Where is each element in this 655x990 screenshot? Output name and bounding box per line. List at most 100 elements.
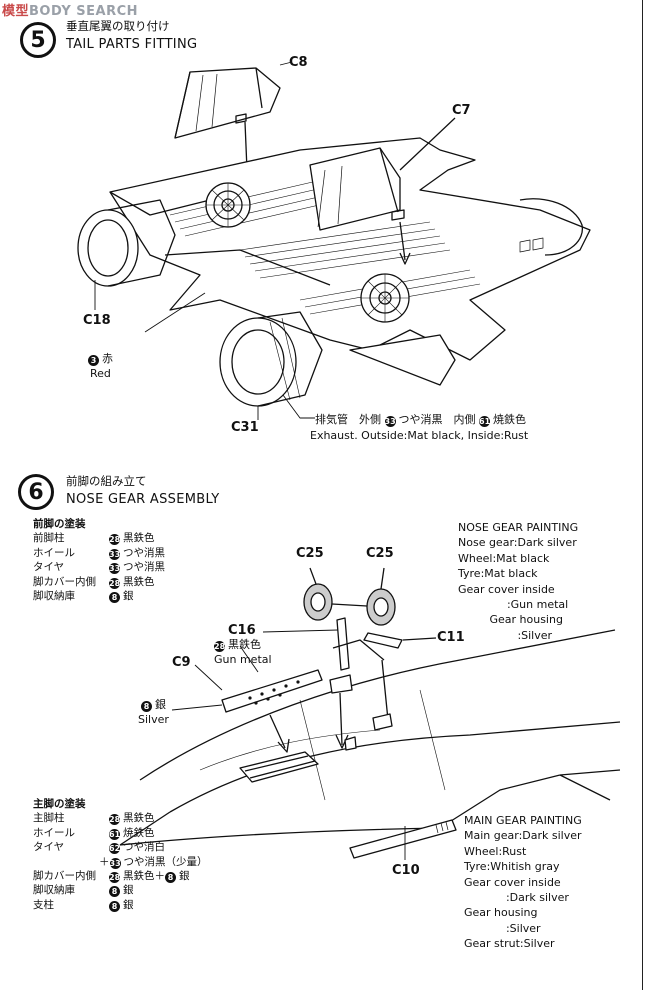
label-c11: C11 <box>437 630 465 645</box>
table-cell-part: タイヤ <box>33 561 65 574</box>
paint-number-badge: 8 <box>109 900 120 912</box>
paint-color: 銀 <box>123 898 134 911</box>
step5-title-jp: 垂直尾翼の取り付け <box>66 19 170 33</box>
table-cell-part: ホイール <box>33 826 75 839</box>
nose-gear-painting-en: NOSE GEAR PAINTING Nose gear:Dark silver… <box>458 521 579 642</box>
paint-number-badge: 28 <box>214 641 226 652</box>
paint-color: 黒鉄色＋ <box>123 870 165 883</box>
label-c10: C10 <box>392 863 420 878</box>
nose-paint-table-title: 前脚の塗装 <box>33 518 86 530</box>
paint-color: 銀 <box>123 590 134 603</box>
step6-badge: 6 <box>18 474 54 510</box>
watermark: 模型BODY SEARCH <box>2 0 138 19</box>
exhaust-text3: 焼鉄色 <box>493 413 526 426</box>
paint-number-badge: 8 <box>141 701 152 712</box>
paint-color: 銀 <box>123 884 134 897</box>
step6-title-jp: 前脚の組み立て <box>66 474 147 488</box>
paint-number-badge: 61 <box>479 416 491 427</box>
exhaust-note-en: Exhaust. Outside:Mat black, Inside:Rust <box>310 429 529 442</box>
paint-color: つや消黒 <box>123 561 165 574</box>
table-cell-part: 主脚柱 <box>33 812 65 825</box>
paint-color: 焼鉄色 <box>123 826 155 839</box>
label-c16: C16 <box>228 623 256 638</box>
watermark-part1: 模型 <box>2 4 30 19</box>
paint-color: 黒鉄色 <box>123 532 155 545</box>
page-right-edge <box>642 0 643 990</box>
paint-number-badge: 28 <box>109 534 121 546</box>
exhaust-text1: 排気管 外側 <box>315 413 381 426</box>
table-cell-part: 脚収納庫 <box>33 884 75 897</box>
paint-number-badge: 8 <box>165 872 176 884</box>
paint-number-badge: 62 <box>109 843 121 855</box>
label-c25-left: C25 <box>296 546 324 561</box>
paint-number-badge: 8 <box>109 886 120 898</box>
paint-color: 黒鉄色 <box>123 812 155 825</box>
label-c25-right: C25 <box>366 546 394 561</box>
paint-number-badge: 28 <box>109 814 121 826</box>
paint-color: 黒鉄色 <box>123 575 155 588</box>
paint-color: つや消白 <box>123 841 165 854</box>
gunmetal-note-jp: 黒鉄色 <box>228 638 261 651</box>
gunmetal-note-en: Gun metal <box>214 653 272 666</box>
paint-color: つや消黒（少量） <box>123 855 208 868</box>
main-paint-table-title: 主脚の塗装 <box>33 798 86 810</box>
paint-number-badge: 61 <box>109 828 121 840</box>
exhaust-text2: つや消黒 内側 <box>398 413 476 426</box>
paint-number-badge: 33 <box>109 857 121 869</box>
table-cell-part: 脚収納庫 <box>33 590 75 603</box>
table-cell-part: 脚カバー内側 <box>33 870 96 883</box>
table-cell-part: 脚カバー内側 <box>33 575 96 588</box>
red-note-en: Red <box>90 367 111 380</box>
label-c18: C18 <box>83 313 111 328</box>
table-cell-part: ホイール <box>33 546 75 559</box>
watermark-part2: BODY SEARCH <box>29 4 138 19</box>
label-c8: C8 <box>289 55 308 70</box>
red-note-jp: 赤 <box>102 352 113 365</box>
table-cell-part: 支柱 <box>33 898 54 911</box>
paint-number-badge: 8 <box>109 592 120 604</box>
plus-sign: ＋ <box>99 855 110 868</box>
paint-number-badge: 33 <box>109 563 121 575</box>
paint-number-badge: 33 <box>384 416 396 427</box>
paint-color: つや消黒 <box>123 546 165 559</box>
step5-title-en: TAIL PARTS FITTING <box>66 37 198 52</box>
paint-number-badge: 33 <box>109 548 121 560</box>
step5-badge: 5 <box>20 22 56 58</box>
paint-number-badge: 28 <box>109 577 121 589</box>
main-gear-painting-en: MAIN GEAR PAINTING Main gear:Dark silver… <box>464 814 582 951</box>
paint-color: 銀 <box>179 870 190 883</box>
table-cell-part: 前脚柱 <box>33 532 65 545</box>
step6-title-en: NOSE GEAR ASSEMBLY <box>66 492 220 507</box>
table-cell-part: タイヤ <box>33 841 65 854</box>
silver-note-jp: 銀 <box>155 698 166 711</box>
